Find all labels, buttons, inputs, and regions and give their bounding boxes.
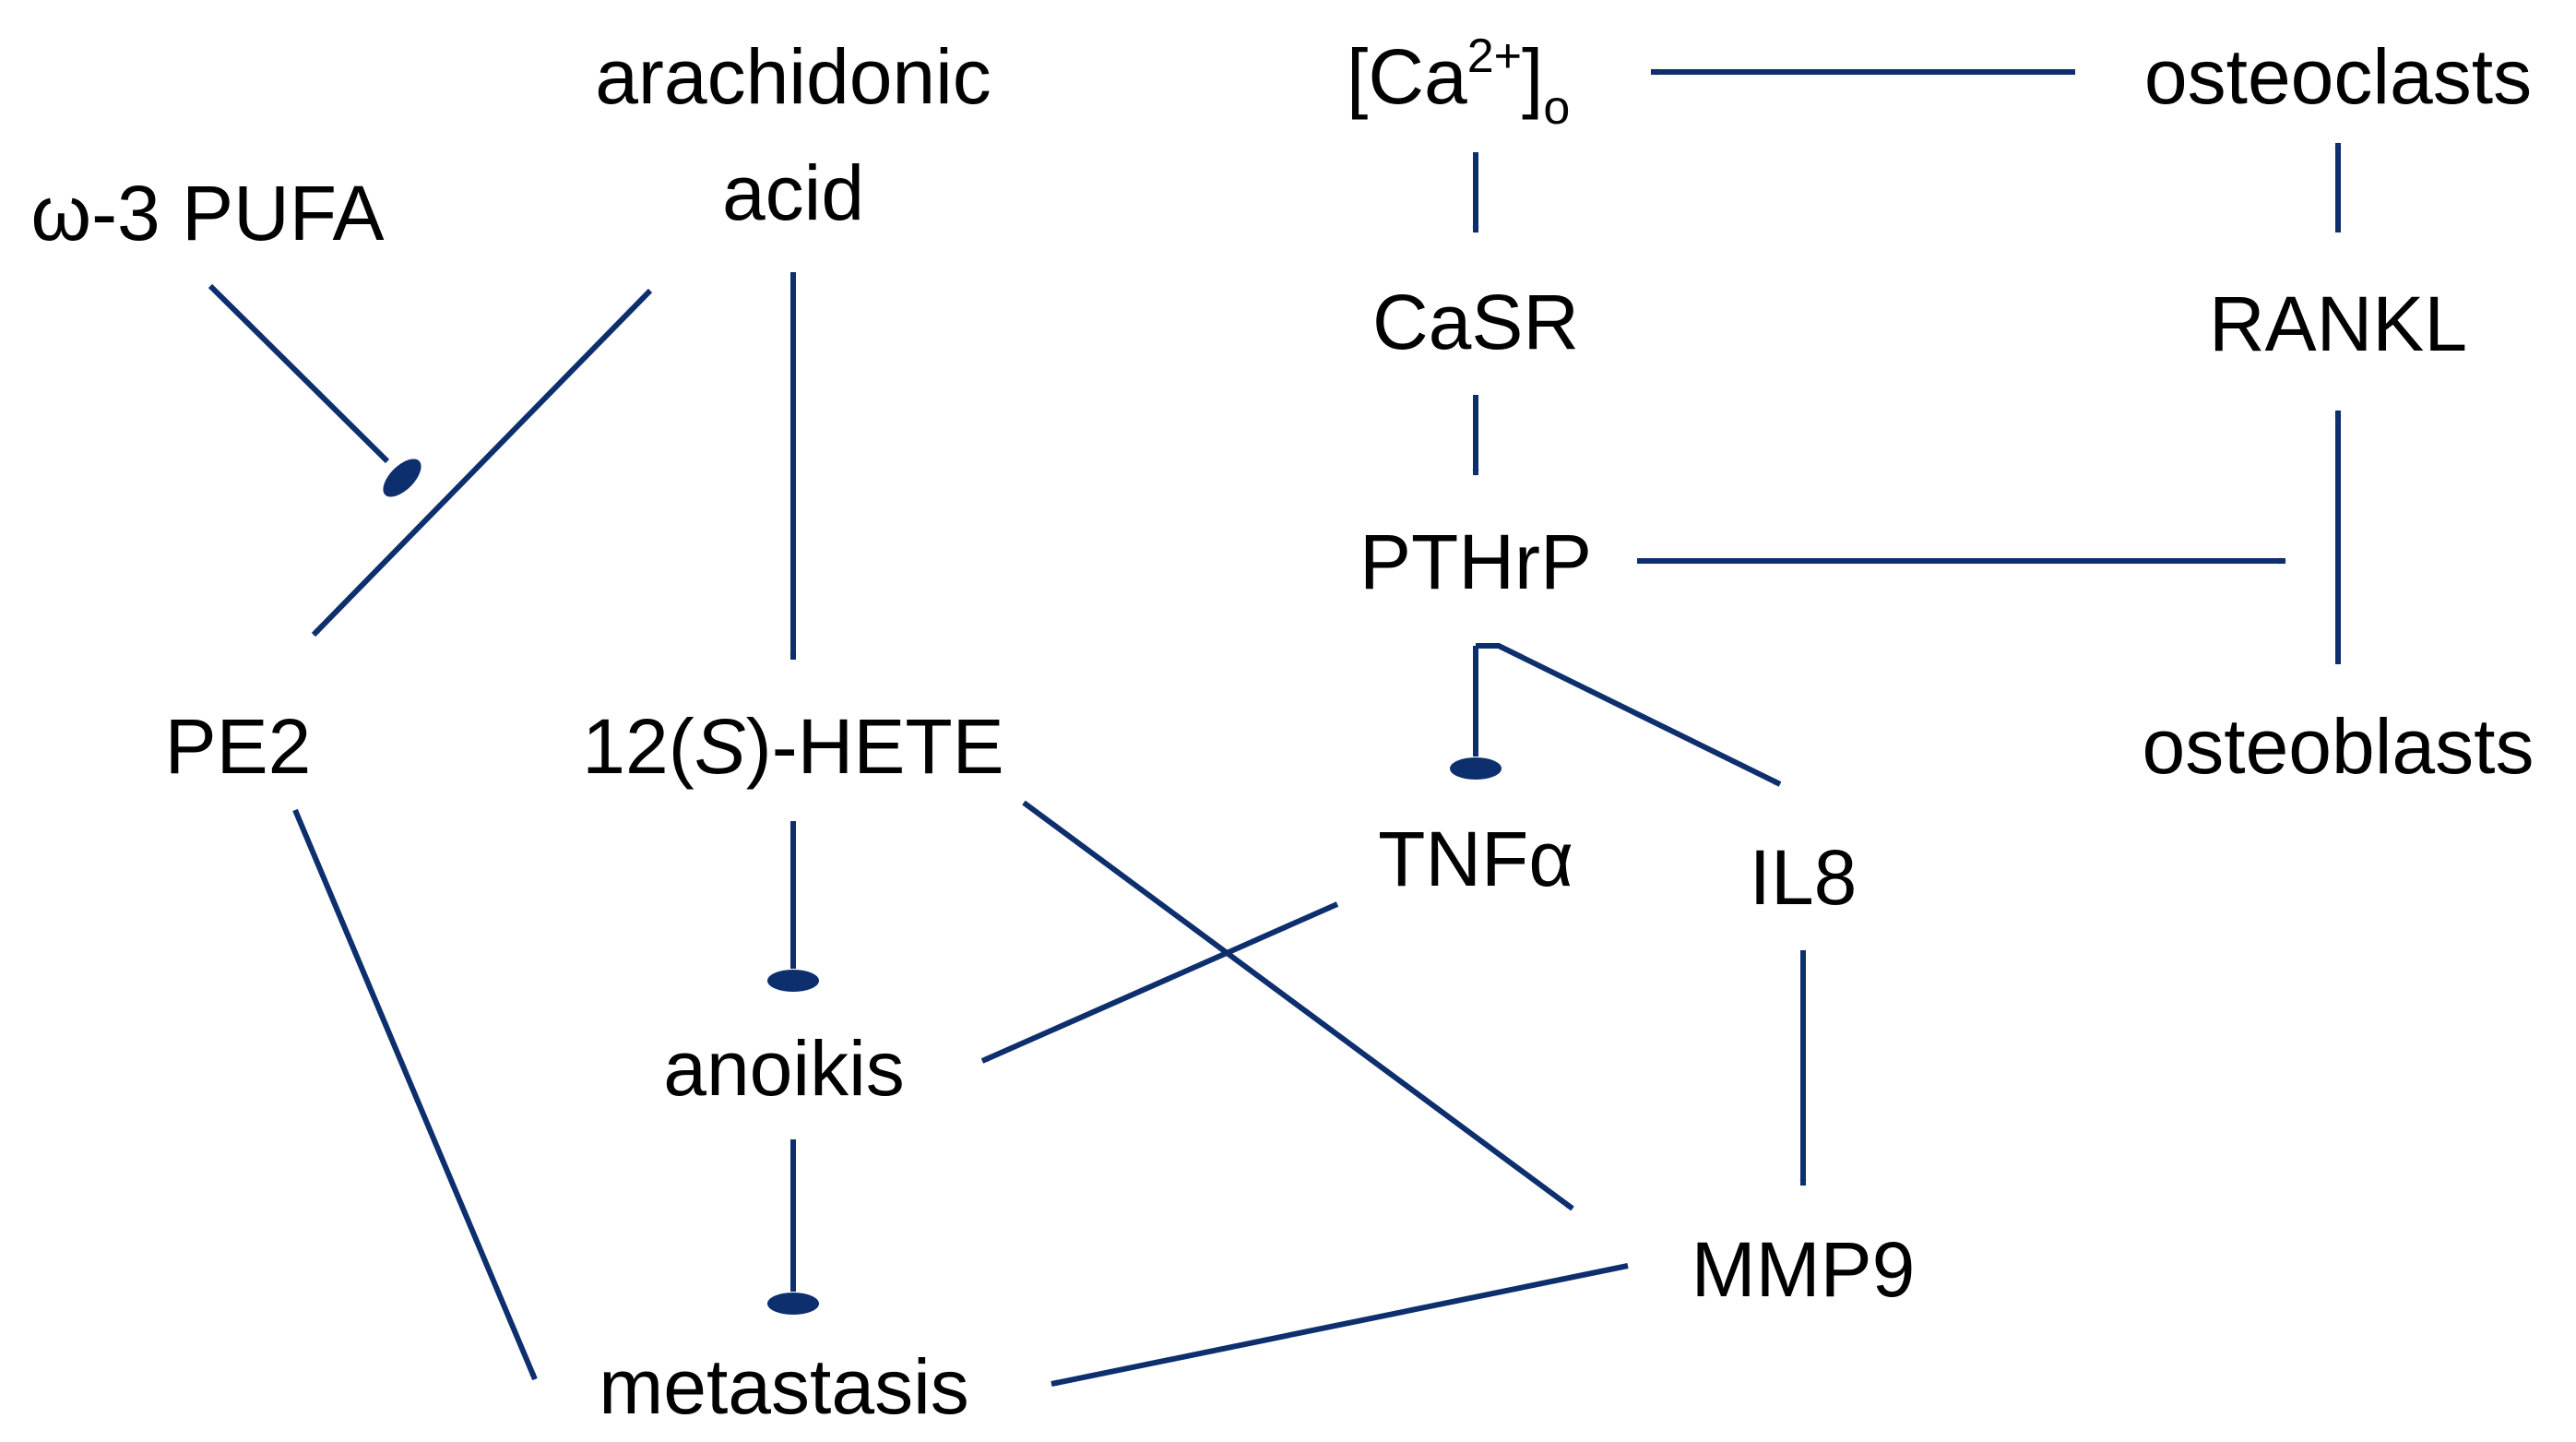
inhibit-cap-anoikis: [767, 970, 819, 992]
node-arachidonic-acid-line2: acid: [722, 149, 864, 236]
node-calcium-subscript: o: [1543, 81, 1570, 135]
node-osteoblasts: osteoblasts: [2143, 703, 2534, 790]
edge-omega3-inhibits: [208, 283, 390, 464]
edge-pthrp-to-il8: [1476, 643, 1782, 787]
edge-tnfa-to-anoikis: [980, 901, 1339, 1064]
node-pe2: PE2: [165, 703, 312, 790]
node-tnf-alpha: TNFα: [1378, 816, 1573, 902]
node-12s-hete-italic: S: [694, 703, 746, 790]
node-12s-hete: 12(S)-HETE: [582, 703, 1003, 790]
node-12s-hete-suffix: )-HETE: [746, 703, 1004, 790]
node-mmp9: MMP9: [1692, 1226, 1916, 1313]
edge-mmp9-to-metastasis: [1051, 1263, 1629, 1387]
node-calcium-charge: 2+: [1467, 30, 1522, 83]
node-metastasis: metastasis: [599, 1343, 968, 1430]
node-omega3-pufa: ω-3 PUFA: [30, 170, 384, 256]
node-12s-hete-prefix: 12(: [582, 703, 694, 790]
node-il8: IL8: [1750, 834, 1858, 921]
node-osteoclasts: osteoclasts: [2144, 33, 2532, 120]
node-pthrp: PTHrP: [1359, 518, 1592, 605]
node-calcium-bracket: [Ca: [1347, 33, 1467, 120]
node-calcium-ion: [Ca2+]o: [1347, 30, 1570, 135]
node-anoikis: anoikis: [663, 1025, 904, 1112]
inhibit-cap-metastasis: [767, 1293, 819, 1315]
edge-pe2-to-metastasis: [292, 808, 538, 1381]
edge-hete-to-mmp9: [1022, 800, 1574, 1211]
node-rankl: RANKL: [2209, 280, 2467, 367]
node-casr: CaSR: [1372, 279, 1579, 365]
inhibit-cap-omega3: [383, 459, 421, 497]
edge-arachidonic-to-pe2: [311, 288, 653, 638]
inhibit-cap-tnfa: [1450, 757, 1502, 780]
node-calcium-close: ]: [1522, 33, 1543, 120]
node-arachidonic-acid-line1: arachidonic: [595, 33, 991, 120]
